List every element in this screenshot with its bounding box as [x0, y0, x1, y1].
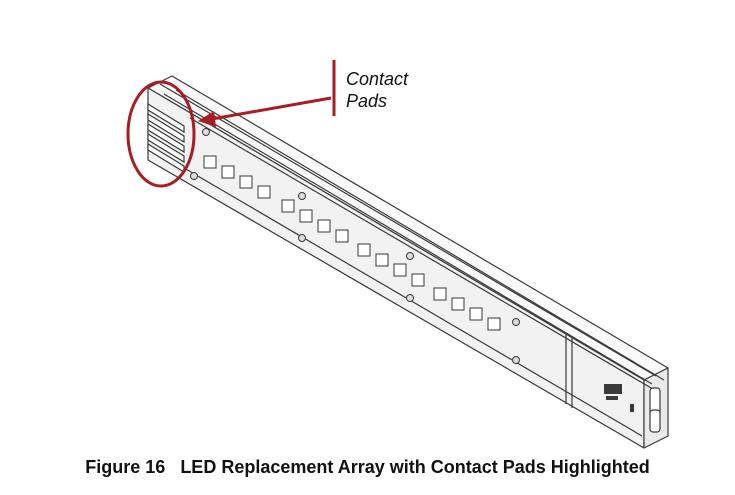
- callout-arrowhead: [198, 111, 216, 127]
- figure-title: LED Replacement Array with Contact Pads …: [180, 457, 650, 477]
- figure-caption: Figure 16 LED Replacement Array with Con…: [0, 457, 735, 478]
- contact-pad: [147, 122, 185, 154]
- part-label: [604, 384, 634, 412]
- led: [299, 209, 313, 223]
- screw: [202, 128, 210, 136]
- led: [451, 297, 465, 311]
- screw: [512, 318, 520, 326]
- highlight-callout: [126, 60, 336, 188]
- screw: [298, 234, 306, 242]
- screw: [512, 356, 520, 364]
- led: [281, 199, 295, 213]
- callout-line-1: Contact: [346, 69, 409, 89]
- led: [433, 287, 447, 301]
- contact-pad: [147, 102, 185, 134]
- contact-pads: [147, 102, 185, 174]
- figure-number: Figure 16: [85, 457, 166, 477]
- led: [357, 243, 371, 257]
- led: [375, 253, 389, 267]
- mounting-screws: [190, 128, 520, 364]
- led-row: [203, 155, 501, 331]
- led: [393, 263, 407, 277]
- screw: [190, 172, 198, 180]
- led-rail: [147, 75, 669, 449]
- screw: [298, 192, 306, 200]
- highlight-ellipse: [126, 80, 196, 188]
- led: [221, 165, 235, 179]
- led: [469, 307, 483, 321]
- led: [335, 229, 349, 243]
- led: [257, 185, 271, 199]
- led: [487, 317, 501, 331]
- callout-leader-line: [211, 96, 332, 121]
- led: [203, 155, 217, 169]
- screw: [406, 252, 414, 260]
- contact-pad: [147, 112, 185, 144]
- led: [411, 273, 425, 287]
- contact-pad: [147, 132, 185, 164]
- led: [317, 219, 331, 233]
- screw: [406, 294, 414, 302]
- callout-line-2: Pads: [346, 91, 388, 111]
- contact-pads-callout-label: Contact Pads: [346, 68, 408, 112]
- led: [239, 175, 253, 189]
